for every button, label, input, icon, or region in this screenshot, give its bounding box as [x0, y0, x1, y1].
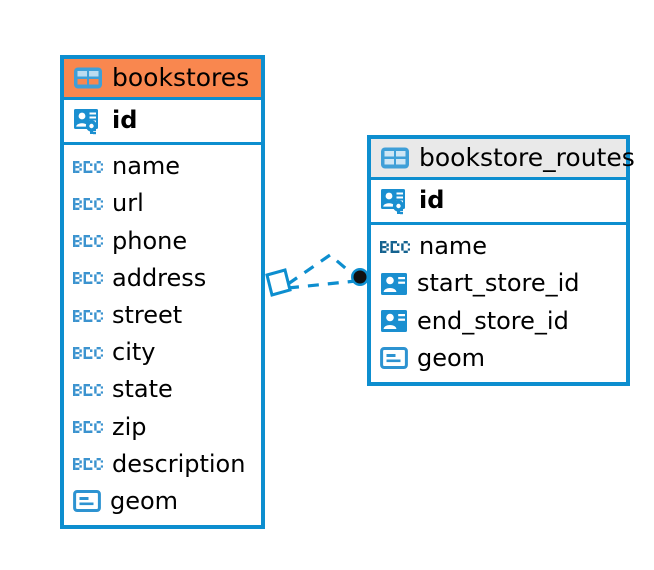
field-row-name[interactable]: name: [64, 145, 261, 185]
entity-bookstore-routes-fields: name start_store_id: [371, 225, 626, 382]
entity-bookstore-routes[interactable]: bookstore_routes: [367, 135, 635, 386]
field-label: description: [112, 449, 246, 478]
field-label: url: [112, 189, 144, 218]
field-label: street: [112, 300, 183, 329]
field-row-address[interactable]: address: [64, 260, 261, 297]
field-row-street[interactable]: street: [64, 297, 261, 334]
abc-text-icon: [73, 455, 103, 473]
entity-bookstore-routes-title: bookstore_routes: [419, 143, 635, 172]
field-label-id: id: [419, 186, 445, 214]
field-label: geom: [417, 343, 486, 372]
field-row-description[interactable]: description: [64, 446, 261, 483]
entity-bookstores-title: bookstores: [112, 63, 250, 92]
abc-text-icon: [73, 418, 103, 436]
geometry-icon: [73, 489, 101, 513]
abc-text-icon: [73, 307, 103, 325]
abc-text-icon: [73, 158, 103, 176]
field-label: name: [112, 152, 181, 181]
table-icon: [380, 146, 410, 170]
abc-text-icon: [73, 195, 103, 213]
entity-bookstore-routes-header[interactable]: bookstore_routes: [371, 139, 635, 177]
field-row-url[interactable]: url: [64, 185, 261, 222]
field-label: address: [112, 263, 207, 292]
field-label: state: [112, 375, 173, 404]
entity-bookstore-routes-pk-section: id: [371, 177, 626, 226]
primary-key-icon: [73, 107, 103, 135]
field-label: phone: [112, 226, 188, 255]
abc-text-icon: [73, 269, 103, 287]
field-label: zip: [112, 412, 147, 441]
primary-key-icon: [380, 187, 410, 215]
field-label: name: [419, 232, 488, 261]
field-row-id[interactable]: id: [371, 180, 626, 222]
diamond-marker: [265, 268, 292, 297]
field-row-id[interactable]: id: [64, 100, 261, 142]
entity-bookstores-header[interactable]: bookstores: [64, 59, 261, 97]
field-row-name[interactable]: name: [371, 225, 626, 265]
table-icon: [73, 66, 103, 90]
field-row-zip[interactable]: zip: [64, 409, 261, 446]
relationship-line-lower: [287, 279, 357, 290]
field-row-phone[interactable]: phone: [64, 223, 261, 260]
geometry-icon: [380, 346, 408, 370]
entity-bookstores-pk-section: id: [64, 97, 261, 146]
field-row-start-store-id[interactable]: start_store_id: [371, 265, 626, 302]
field-label: city: [112, 338, 156, 367]
abc-text-icon: [73, 232, 103, 250]
field-row-state[interactable]: state: [64, 371, 261, 408]
field-row-city[interactable]: city: [64, 334, 261, 371]
field-row-end-store-id[interactable]: end_store_id: [371, 303, 626, 340]
field-label: geom: [110, 486, 179, 515]
entity-bookstores[interactable]: bookstores: [60, 55, 265, 530]
foreign-key-icon: [380, 308, 408, 334]
field-label: end_store_id: [417, 306, 569, 335]
relationship-line-upper: [287, 252, 359, 286]
field-row-geom[interactable]: geom: [371, 340, 626, 382]
foreign-key-icon: [380, 271, 408, 297]
field-row-geom[interactable]: geom: [64, 483, 261, 525]
abc-text-icon: [73, 381, 103, 399]
field-label: start_store_id: [417, 269, 580, 298]
abc-text-icon: [380, 238, 410, 256]
entity-bookstores-fields: name: [64, 145, 261, 526]
field-label-id: id: [112, 106, 138, 134]
abc-text-icon: [73, 344, 103, 362]
